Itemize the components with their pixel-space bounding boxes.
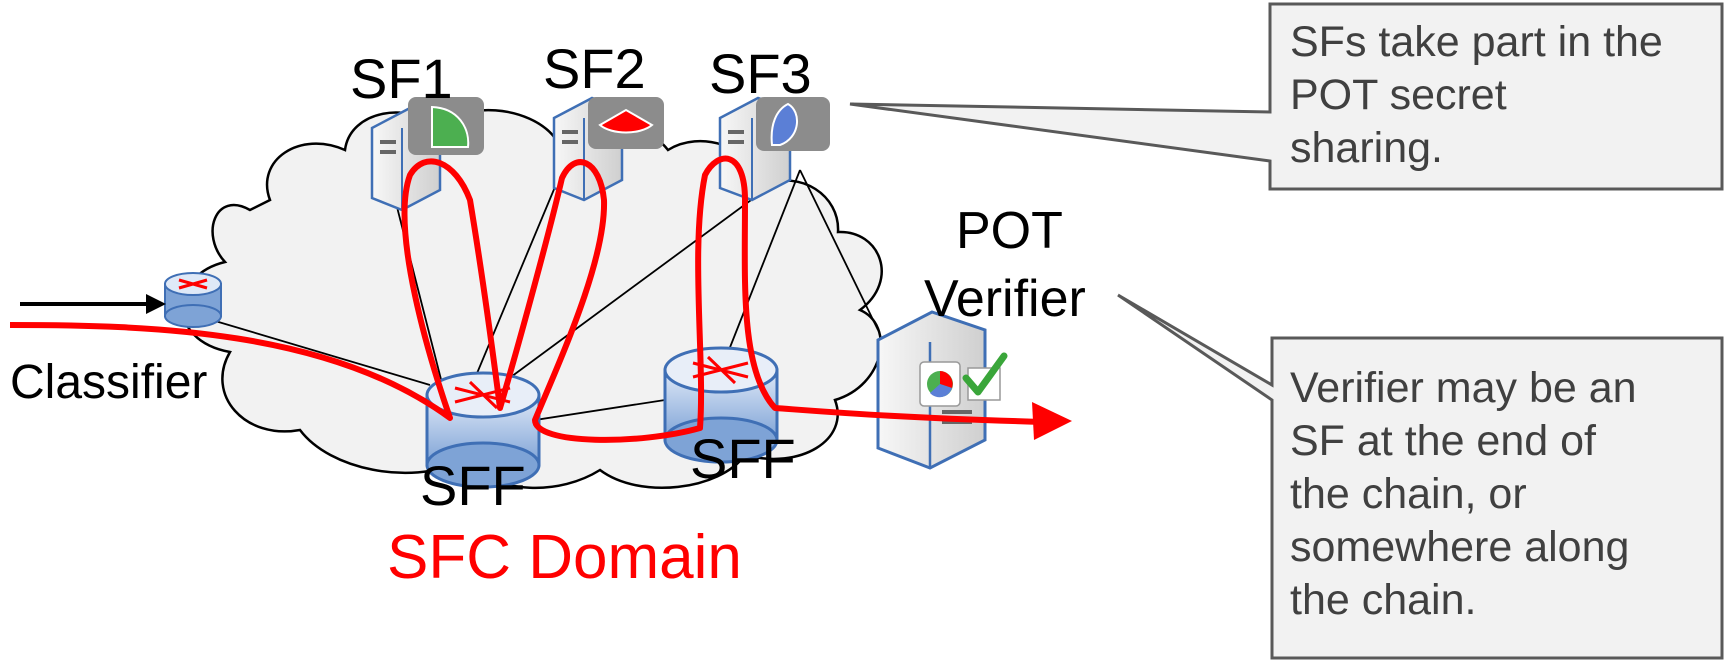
sf2-label: SF2 xyxy=(543,37,646,100)
callout-bottom-line: somewhere along xyxy=(1290,523,1630,571)
callout-bottom-line: the chain. xyxy=(1290,576,1477,624)
callout-bottom-box xyxy=(1117,293,1724,660)
pot-verifier-label-line2: Verifier xyxy=(924,270,1086,328)
callout-bottom-line: the chain, or xyxy=(1290,470,1527,518)
callout-top-line: POT secret xyxy=(1290,71,1507,119)
checkmark-icon xyxy=(962,352,1008,396)
sff-left-label: SFF xyxy=(420,454,526,517)
pot-verifier-label-line1: POT xyxy=(956,202,1063,260)
pie-slice-icon xyxy=(431,105,470,148)
pie-slice-icon xyxy=(598,108,654,134)
sf2-secret-badge xyxy=(588,97,664,149)
callout-top-line: SFs take part in the xyxy=(1290,18,1663,66)
sff-right-label: SFF xyxy=(690,427,796,490)
classifier-label: Classifier xyxy=(10,356,207,409)
callout-bottom-line: SF at the end of xyxy=(1290,417,1596,465)
callout-top-text: SFs take part in the POT secret sharing. xyxy=(1290,16,1663,175)
classifier-router-icon xyxy=(164,272,222,328)
pie-slice-icon xyxy=(770,102,798,146)
sf3-label: SF3 xyxy=(709,42,812,105)
callout-top-line: sharing. xyxy=(1290,124,1443,172)
sf3-secret-badge xyxy=(756,97,830,151)
callout-top-box xyxy=(849,2,1724,191)
egress-arrowhead xyxy=(1032,402,1072,440)
service-path xyxy=(9,155,1046,443)
callout-bottom-line: Verifier may be an xyxy=(1290,364,1637,412)
sf1-label: SF1 xyxy=(350,47,453,110)
network-links xyxy=(194,159,879,431)
pot-verifier-server-icon xyxy=(876,310,1008,470)
sf1-secret-badge xyxy=(408,97,484,155)
callout-bottom-text: Verifier may be an SF at the end of the … xyxy=(1290,362,1637,627)
sfc-domain-label: SFC Domain xyxy=(387,523,742,592)
